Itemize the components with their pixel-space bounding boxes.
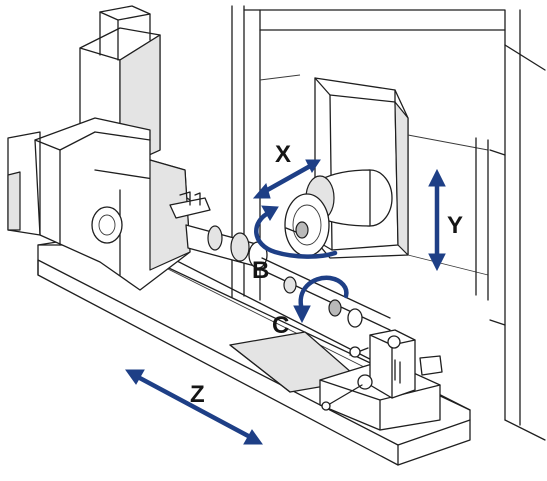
- y-axis-label: Y: [447, 212, 463, 239]
- b-axis-label: B: [252, 257, 269, 284]
- x-axis-arrow: [252, 159, 321, 199]
- machine-column: [231, 5, 546, 441]
- tailstock: [319, 329, 443, 431]
- c-axis-arrow: [293, 275, 349, 324]
- b-axis-arrow: [254, 205, 338, 259]
- grinding-wheel-assembly: [284, 169, 393, 257]
- y-axis-arrow: [428, 168, 446, 272]
- x-axis-label: X: [275, 141, 291, 168]
- c-axis-label: C: [272, 312, 289, 339]
- work-headstock: [7, 117, 211, 291]
- workpiece-spindle: [185, 224, 391, 331]
- z-axis-label: Z: [190, 381, 205, 408]
- z-axis-arrow: [125, 369, 263, 445]
- motion-arrows: [125, 159, 446, 445]
